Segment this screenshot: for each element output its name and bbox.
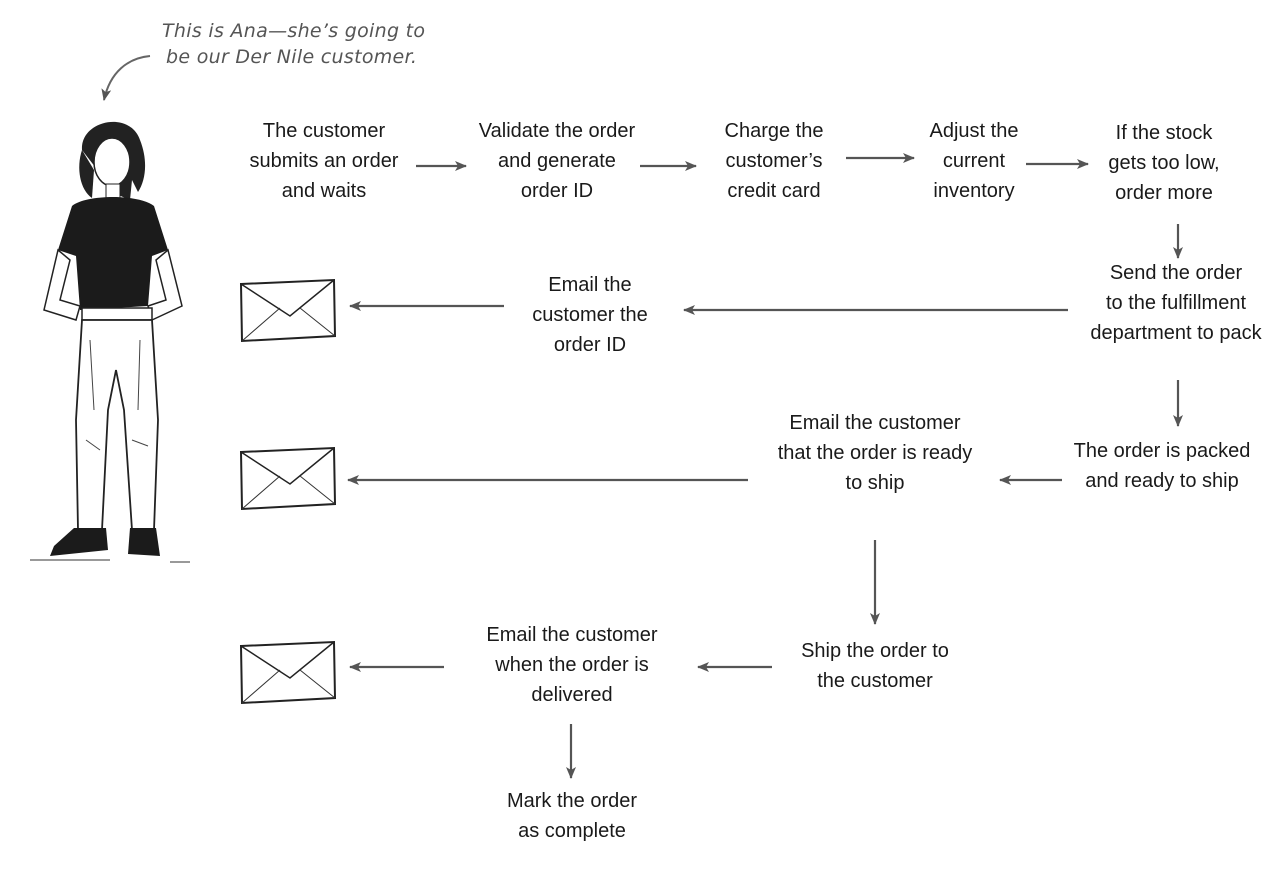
step-text: Charge the [724,120,824,142]
step-text: when the order is [495,654,649,676]
step-email-delivered: Email the customer when the order is del… [486,620,657,710]
annotation-line-2: be our Der Nile customer. [166,46,418,68]
step-text: The customer [262,120,386,142]
step-text: Ship the order to [801,640,949,662]
step-validate-order: Validate the order and generate order ID [479,116,635,206]
annotation-line-1: This is Ana—she’s going to [162,20,426,42]
step-text: If the stock [1115,122,1213,144]
step-text: current [942,150,1006,172]
step-text: submits an order [249,150,399,172]
step-text: Validate the order [478,120,636,142]
step-adjust-inventory: Adjust the current inventory [930,116,1019,206]
step-text: order more [1115,182,1213,204]
envelope-icon [239,278,337,343]
step-send-fulfillment: Send the order to the fulfillment depart… [1090,258,1261,348]
step-text: credit card [727,180,821,202]
step-text: that the order is ready [777,442,973,464]
envelope-icon [239,446,337,511]
step-text: department to pack [1090,322,1262,344]
envelope-icon [239,640,337,705]
step-order-packed: The order is packed and ready to ship [1074,436,1251,496]
step-text: delivered [531,684,613,706]
step-text: to the fulfillment [1105,292,1247,314]
step-text: customer the [532,304,648,326]
step-text: The order is packed [1073,440,1251,462]
step-text: Email the customer [486,624,658,646]
step-text: and generate [498,150,616,172]
step-text: Mark the order [506,790,638,812]
step-reorder-stock: If the stock gets too low, order more [1108,118,1219,208]
step-mark-complete: Mark the order as complete [507,786,637,846]
step-email-ready-to-ship: Email the customer that the order is rea… [778,408,973,498]
annotation-arrow [101,55,151,101]
step-text: Adjust the [929,120,1019,142]
step-text: inventory [933,180,1015,202]
step-text: order ID [553,334,627,356]
step-email-order-id: Email the customer the order ID [532,270,648,360]
step-text: to ship [845,472,905,494]
step-text: and ready to ship [1085,470,1239,492]
step-text: and waits [281,180,367,202]
step-text: order ID [520,180,594,202]
step-text: gets too low, [1108,152,1220,174]
step-submit-order: The customer submits an order and waits [250,116,399,206]
customer-illustration [30,121,190,563]
step-text: the customer [817,670,933,692]
step-ship-order: Ship the order to the customer [801,636,949,696]
customer-annotation: This is Ana—she’s going to be our Der Ni… [162,18,482,70]
step-charge-card: Charge the customer’s credit card [725,116,824,206]
step-text: Email the customer [789,412,961,434]
step-text: as complete [518,820,626,842]
step-text: customer’s [725,150,823,172]
step-text: Send the order [1109,262,1243,284]
step-text: Email the [548,274,632,296]
